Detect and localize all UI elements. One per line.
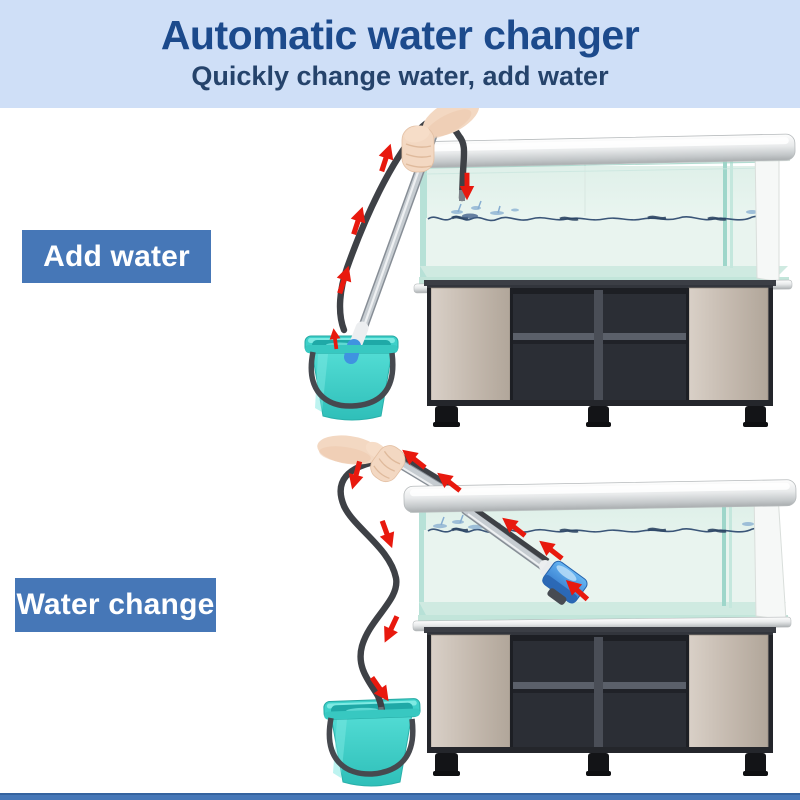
red-down-arrow-icon bbox=[377, 613, 404, 646]
aquarium-stand-2 bbox=[424, 627, 776, 776]
water-change-scene-illustration bbox=[317, 435, 797, 787]
water-change-label: Water change bbox=[15, 578, 216, 632]
cabinet-door-right-1 bbox=[688, 287, 769, 403]
cabinet-door-left-2 bbox=[430, 634, 511, 750]
bucket-front-1 bbox=[305, 345, 398, 409]
bottom-accent-bar bbox=[0, 793, 800, 800]
bucket-handle-2 bbox=[326, 717, 416, 777]
tank-top-rim-1 bbox=[402, 133, 796, 169]
hand-1 bbox=[401, 108, 480, 173]
hand-2 bbox=[317, 435, 406, 483]
stand-legs-2 bbox=[433, 753, 768, 776]
page-title: Automatic water changer bbox=[160, 12, 640, 58]
add-water-label: Add water bbox=[22, 230, 211, 283]
bucket-handle-1 bbox=[308, 351, 396, 409]
cabinet-door-left-1 bbox=[430, 287, 511, 403]
bucket-front-2 bbox=[324, 708, 421, 777]
cabinet-door-right-2 bbox=[688, 634, 769, 750]
stand-legs-1 bbox=[433, 406, 768, 427]
aquarium-stand-1 bbox=[424, 280, 776, 427]
header-banner: Automatic water changer Quickly change w… bbox=[0, 0, 800, 108]
tank-top-rim-2 bbox=[403, 479, 797, 513]
drain-hose-2 bbox=[337, 456, 400, 718]
page-subtitle: Quickly change water, add water bbox=[191, 61, 609, 91]
add-water-scene-illustration bbox=[304, 108, 796, 427]
